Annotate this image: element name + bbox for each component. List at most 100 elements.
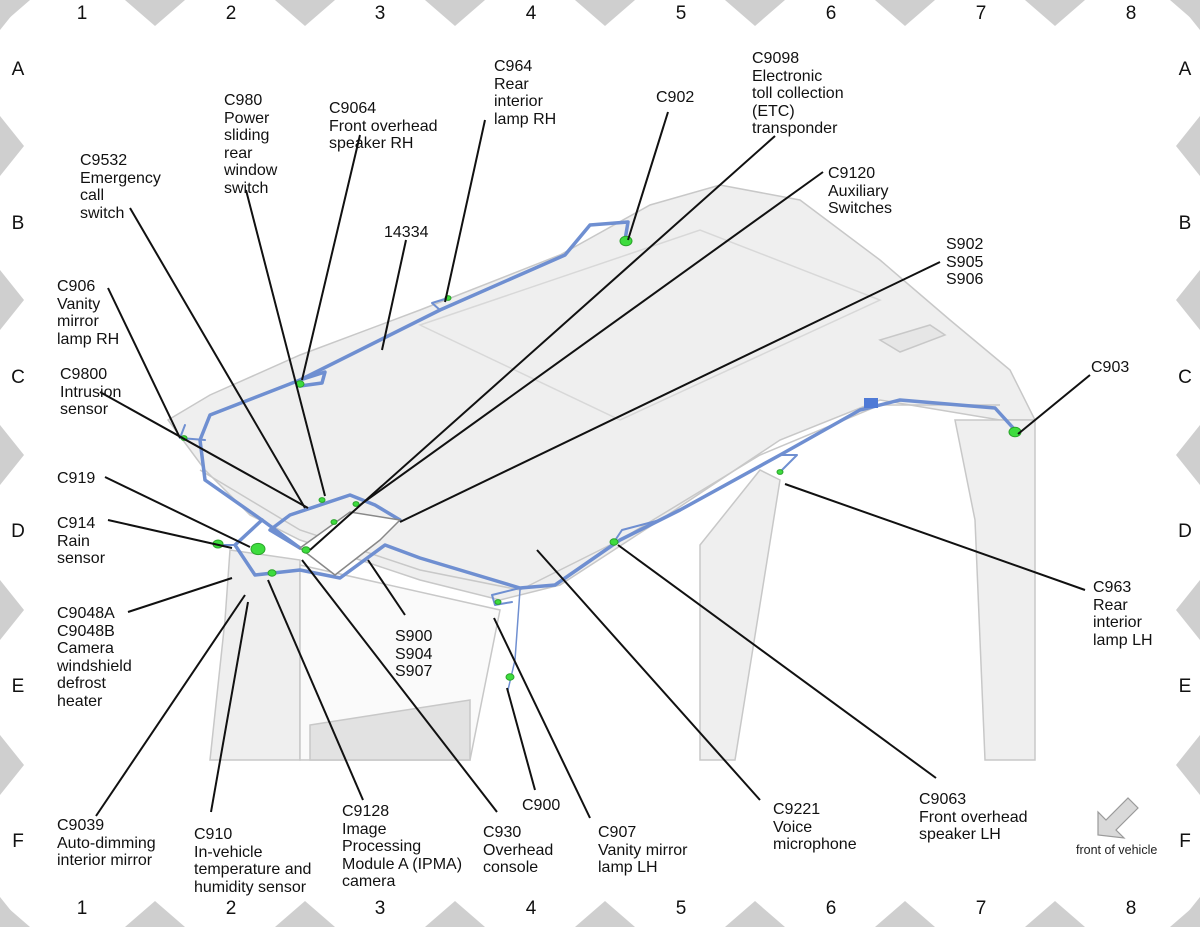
grid-row-right-C: C — [1178, 367, 1192, 388]
conn-c9120 — [352, 501, 360, 507]
marker-right-0 — [1176, 0, 1200, 30]
callout-c900: C900 — [522, 797, 561, 814]
harness-console-loop — [268, 493, 402, 550]
callout-c907: C907 Vanity mirror lamp LH — [598, 824, 688, 876]
leader-c964 — [444, 119, 486, 303]
callout-c930: C930 Overhead console — [483, 824, 554, 876]
callout-c9064: C9064 Front overhead speaker RH — [329, 100, 438, 152]
leader-c9221 — [536, 549, 761, 801]
b-pillar — [699, 469, 781, 761]
leader-c907 — [493, 617, 591, 819]
marker-right-2 — [1176, 270, 1200, 330]
marker-bottom-4 — [575, 901, 635, 927]
grid-row-left-A: A — [11, 59, 25, 80]
leader-c963 — [784, 483, 1086, 591]
harness-rear-lamp-lh-branch — [779, 454, 798, 473]
overhead-console — [298, 511, 402, 576]
marker-bottom-7 — [1025, 901, 1085, 927]
callout-c9063: C9063 Front overhead speaker LH — [919, 791, 1028, 843]
grid-col-bottom-3: 3 — [374, 898, 386, 919]
grid-row-left-E: E — [11, 676, 25, 697]
leader-c902 — [627, 111, 669, 241]
grid-row-left-B: B — [11, 213, 25, 234]
leader-c914 — [107, 519, 233, 549]
leader-s902 — [399, 261, 941, 523]
grid-col-top-5: 5 — [675, 3, 687, 24]
conn-c963 — [776, 469, 784, 475]
leader-c903 — [1017, 374, 1091, 435]
marker-top-3 — [425, 0, 485, 26]
callout-c919: C919 — [57, 470, 96, 487]
leader-c9098 — [309, 135, 776, 551]
callout-c9800: C9800 Intrusion sensor — [60, 366, 122, 418]
callout-s902: S902 S905 S906 — [946, 236, 984, 288]
harness-rear-lamp-rh-branch — [431, 297, 449, 311]
grid-col-top-2: 2 — [225, 3, 237, 24]
grid-row-right-B: B — [1178, 213, 1192, 234]
marker-bottom-5 — [725, 901, 785, 927]
callout-c9532: C9532 Emergency call switch — [80, 152, 161, 222]
grid-row-right-F: F — [1179, 831, 1191, 852]
marker-top-1 — [125, 0, 185, 26]
conn-c902 — [619, 235, 633, 247]
grid-row-right-A: A — [1178, 59, 1192, 80]
callout-c902: C902 — [656, 89, 695, 106]
grid-col-bottom-6: 6 — [825, 898, 837, 919]
leader-c9063 — [617, 544, 937, 779]
conn-c9128 — [267, 569, 277, 577]
marker-left-4 — [0, 580, 24, 640]
grid-row-left-C: C — [11, 367, 25, 388]
callout-c963: C963 Rear interior lamp LH — [1093, 579, 1153, 649]
callout-c910: C910 In-vehicle temperature and humidity… — [194, 826, 312, 896]
callout-c9039: C9039 Auto-dimming interior mirror — [57, 817, 156, 869]
leader-c9039 — [95, 594, 246, 817]
sunroof-edge — [418, 229, 882, 421]
marker-right-5 — [1176, 735, 1200, 795]
marker-bottom-2 — [275, 901, 335, 927]
grid-col-bottom-2: 2 — [225, 898, 237, 919]
marker-top-7 — [1025, 0, 1085, 26]
leader-c9064 — [301, 134, 361, 381]
grid-col-bottom-4: 4 — [525, 898, 537, 919]
callout-c9128: C9128 Image Processing Module A (IPMA) c… — [342, 803, 463, 890]
marker-right-6 — [1176, 897, 1200, 927]
conn-c900 — [505, 673, 515, 681]
conn-c919 — [250, 542, 266, 556]
marker-left-5 — [0, 735, 24, 795]
leader-c900 — [506, 687, 536, 791]
leader-c930 — [301, 559, 498, 813]
grid-row-right-E: E — [1178, 676, 1192, 697]
grid-row-left-D: D — [11, 521, 25, 542]
harness-clip — [864, 398, 878, 408]
leader-lines — [95, 111, 1091, 819]
callout-c9098: C9098 Electronic toll collection (ETC) t… — [752, 50, 844, 137]
callout-c9048: C9048A C9048B Camera windshield defrost … — [57, 605, 132, 710]
grid-row-right-D: D — [1178, 521, 1192, 542]
callout-c964: C964 Rear interior lamp RH — [494, 58, 557, 128]
marker-bottom-1 — [125, 901, 185, 927]
leader-c9128 — [267, 579, 364, 801]
marker-left-3 — [0, 425, 24, 485]
grid-col-bottom-7: 7 — [975, 898, 987, 919]
leader-c9800 — [99, 391, 309, 509]
grid-col-bottom-5: 5 — [675, 898, 687, 919]
callout-c9120: C9120 Auxiliary Switches — [828, 165, 893, 217]
grid-col-top-3: 3 — [374, 3, 386, 24]
marker-top-4 — [575, 0, 635, 26]
marker-right-3 — [1176, 425, 1200, 485]
marker-left-2 — [0, 270, 24, 330]
marker-left-1 — [0, 116, 24, 176]
harness-rh-speaker-branch — [298, 370, 327, 388]
conn-c980 — [318, 497, 326, 503]
callout-c914: C914 Rain sensor — [57, 515, 106, 567]
grid-col-top-8: 8 — [1125, 3, 1137, 24]
leader-c980 — [245, 189, 326, 497]
leader-h14334 — [381, 239, 407, 351]
front-of-vehicle-arrow-icon — [1097, 797, 1139, 839]
callout-h14334: 14334 — [384, 224, 429, 241]
leader-c9048 — [127, 577, 233, 613]
conn-c930 — [301, 546, 311, 554]
